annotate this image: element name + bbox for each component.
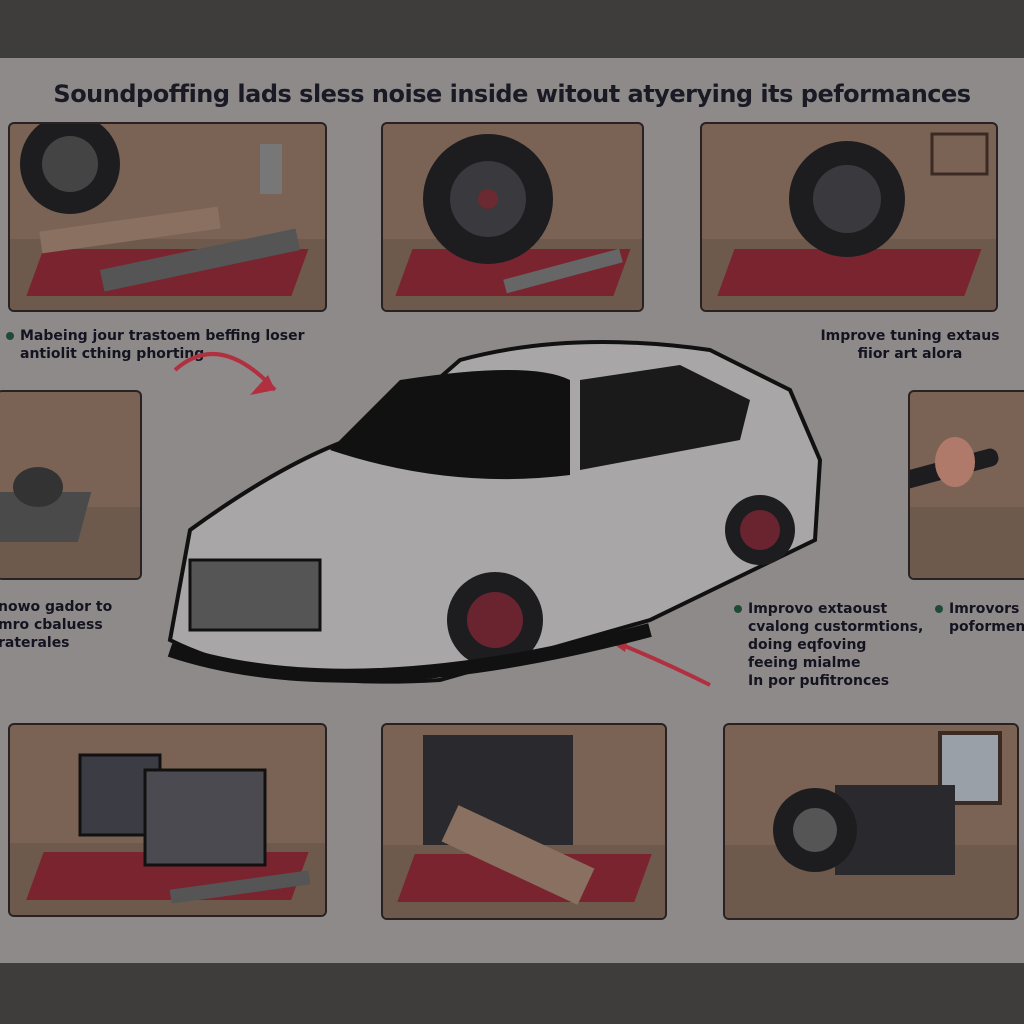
panel-wheel-door: [700, 122, 998, 312]
panel-engine-ramp: [381, 723, 667, 920]
panel-installing-mat: [0, 390, 142, 580]
poster-title: Soundpoffing lads sless noise inside wit…: [53, 80, 971, 108]
panel-wheel: [381, 122, 644, 312]
panel-engine-wheel: [723, 723, 1019, 920]
car-illustration: [167, 340, 823, 687]
panel-foam-blocks: [8, 723, 327, 917]
panel-tire-mat: [8, 122, 327, 312]
panel-spraying: [908, 390, 1024, 580]
